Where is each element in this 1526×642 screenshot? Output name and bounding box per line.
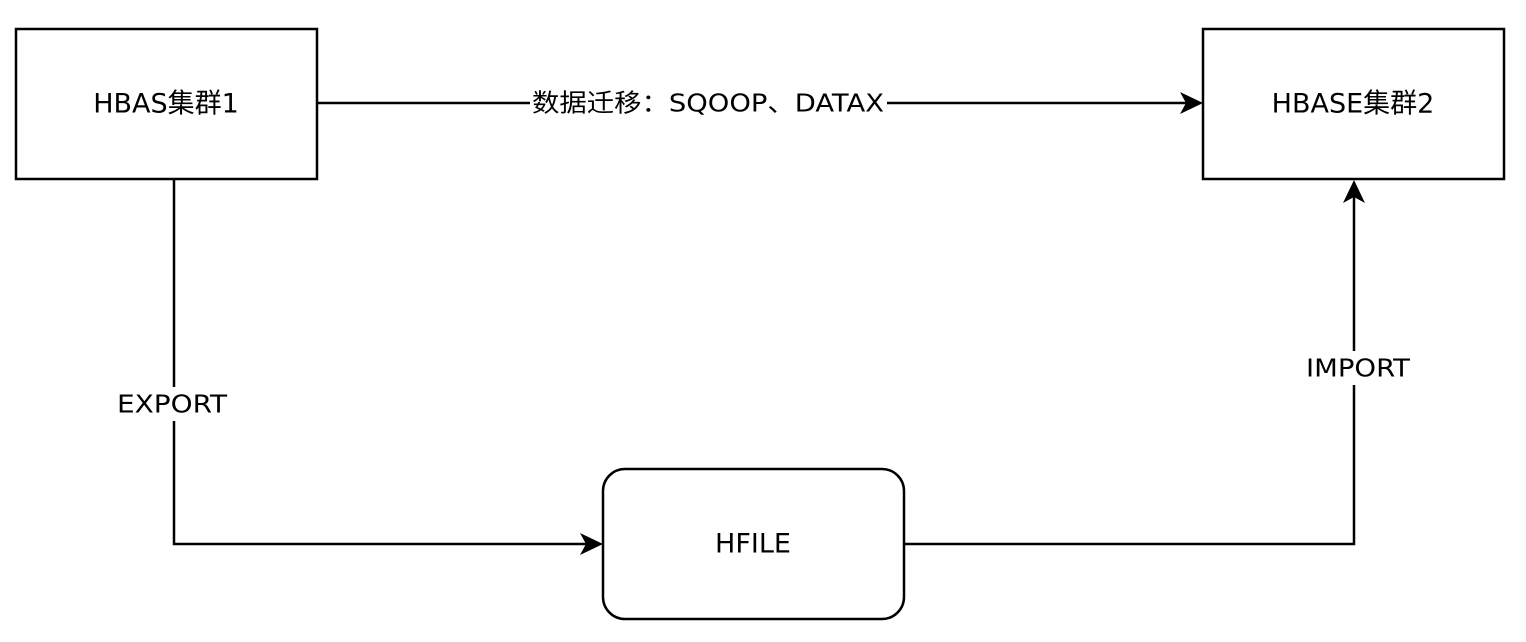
edge-export-arrowhead xyxy=(580,533,603,555)
edge-migration-arrowhead xyxy=(1180,92,1203,114)
edge-migration-label-bg xyxy=(530,86,887,120)
edge-migration-label: 数据迁移：SQOOP、DATAX xyxy=(532,89,884,118)
edge-import-label: IMPORT xyxy=(1306,354,1411,383)
edge-migration-label-group: 数据迁移：SQOOP、DATAX xyxy=(530,86,887,120)
edge-import-label-bg xyxy=(1303,351,1413,385)
node-hbase-cluster-2[interactable]: HBASE集群2 xyxy=(1201,27,1506,181)
edge-import-line xyxy=(904,197,1356,546)
node-hbase-cluster-2-box[interactable] xyxy=(1201,27,1506,181)
node-hbase-cluster-2-label: HBASE集群2 xyxy=(1272,89,1435,120)
edge-export xyxy=(172,179,603,555)
node-hfile-label: HFILE xyxy=(715,529,791,560)
edge-export-label-bg xyxy=(114,387,230,421)
node-hbase-cluster-1-label: HBAS集群1 xyxy=(93,89,239,120)
edge-import-label-group: IMPORT xyxy=(1303,351,1413,385)
edge-export-label-group: EXPORT xyxy=(114,387,230,421)
edge-import xyxy=(904,180,1365,546)
edge-import-arrowhead xyxy=(1343,180,1365,203)
edge-export-line xyxy=(172,179,586,546)
node-hfile[interactable]: HFILE xyxy=(601,467,906,621)
node-hbase-cluster-1-box[interactable] xyxy=(14,27,319,181)
edge-export-label: EXPORT xyxy=(117,390,228,419)
node-hbase-cluster-1[interactable]: HBAS集群1 xyxy=(14,27,319,181)
node-hfile-box[interactable] xyxy=(601,467,906,621)
